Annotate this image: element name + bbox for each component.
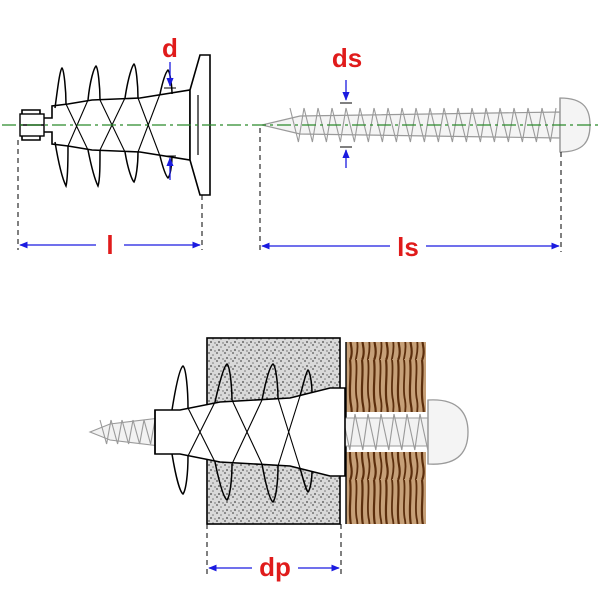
assembly-view xyxy=(88,337,469,525)
thread-line xyxy=(354,413,369,451)
thread-line xyxy=(121,419,134,445)
dimension-dp xyxy=(206,524,342,574)
thread-line xyxy=(367,413,382,451)
wood-board-lower xyxy=(346,452,426,524)
thread-line xyxy=(393,413,408,451)
label-ds: ds xyxy=(331,43,363,73)
label-dp: dp xyxy=(259,552,291,582)
thread-line xyxy=(110,419,123,445)
label-l: l xyxy=(106,230,114,260)
assembly-screw-threads xyxy=(341,413,434,451)
dimension-ls xyxy=(259,128,562,252)
thread-line xyxy=(387,107,403,143)
dimension-ds xyxy=(340,80,352,168)
thread-line xyxy=(99,419,112,445)
thread-line xyxy=(406,413,421,451)
thread-line xyxy=(132,419,145,445)
thread-line xyxy=(289,107,305,143)
thread-line xyxy=(513,107,529,143)
label-d: d xyxy=(162,33,178,63)
thread-line xyxy=(380,413,395,451)
label-ls: ls xyxy=(397,232,419,262)
dimension-d xyxy=(164,62,176,180)
dimension-l xyxy=(17,140,203,250)
wood-board-upper xyxy=(346,342,426,412)
